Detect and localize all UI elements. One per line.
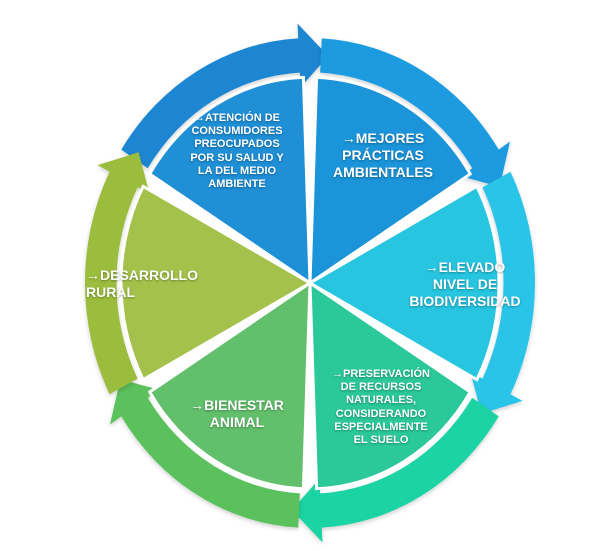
wedge-consumidores (147, 75, 312, 286)
arrow-rural (84, 152, 150, 395)
label-rural: →DESARROLLO RURAL (86, 267, 198, 300)
label-bienestar: →BIENESTAR ANIMAL (190, 397, 284, 430)
wedge-recursos (308, 280, 473, 491)
wedge-rural (119, 184, 313, 382)
wedge-bienestar (147, 280, 312, 491)
wedge-biodiversidad (307, 184, 501, 382)
label-practicas: →MEJORES PRÁCTICAS AMBIENTALES (332, 130, 434, 180)
arrow-practicas (320, 38, 511, 187)
label-consumidores: →ATENCIÓN DE CONSUMIDORES PREOCUPADOS PO… (190, 112, 284, 190)
label-biodiversidad: →ELEVADO NIVEL DE BIODIVERSIDAD (409, 259, 521, 309)
arrow-recursos (291, 397, 499, 543)
label-recursos: →PRESERVACIÓN DE RECURSOS NATURALES, CON… (331, 368, 430, 446)
arrow-bienestar (109, 379, 300, 528)
arrow-biodiversidad (470, 171, 535, 414)
wedge-practicas (308, 75, 473, 286)
arrow-consumidores (121, 23, 329, 169)
